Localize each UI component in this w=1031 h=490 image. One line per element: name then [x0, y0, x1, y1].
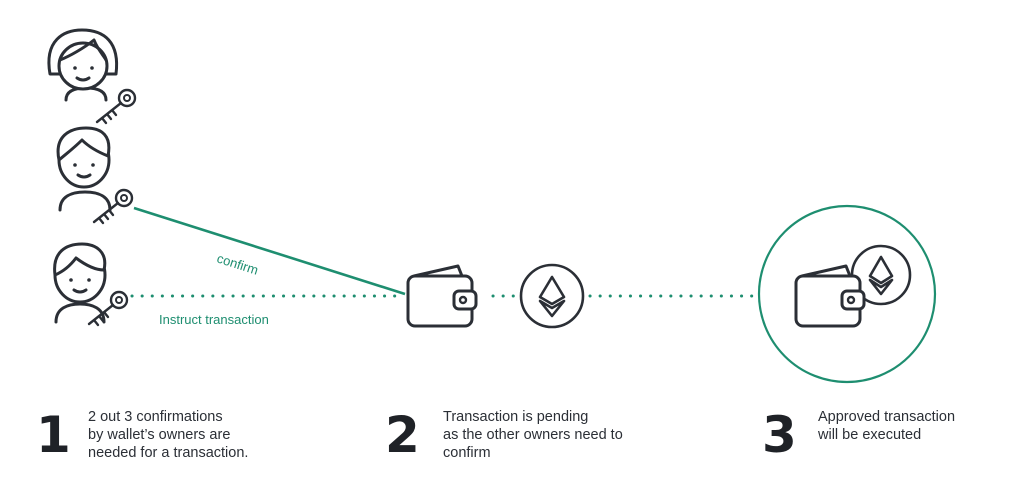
approved-transaction-circle: [757, 204, 937, 384]
wallet-icon: [794, 264, 866, 328]
step-1-line: needed for a transaction.: [88, 445, 249, 461]
man-avatar-icon: [56, 126, 112, 212]
wallet-icon: [406, 264, 478, 328]
man-avatar-icon: [53, 242, 107, 324]
step-3-line: Approved transaction: [818, 409, 956, 425]
instruct-transaction-label: Instruct transaction: [159, 312, 269, 327]
confirm-line: [133, 206, 406, 296]
step-1-number: 1: [36, 406, 71, 464]
step-1-text: 2 out 3 confirmations by wallet’s owners…: [88, 408, 348, 462]
step-2-line: Transaction is pending: [443, 409, 589, 425]
woman-avatar-icon: [47, 28, 119, 102]
step-3-line: will be executed: [818, 427, 922, 443]
step-1-line: by wallet’s owners are: [88, 427, 231, 443]
step-2-line: as the other owners need to: [443, 427, 623, 443]
confirm-label: confirm: [215, 251, 260, 278]
step-2-number: 2: [385, 406, 420, 464]
step-3-text: Approved transaction will be executed: [818, 408, 1031, 444]
step-3-number: 3: [762, 406, 797, 464]
step-1-line: 2 out 3 confirmations: [88, 409, 223, 425]
step-2-text: Transaction is pending as the other owne…: [443, 408, 703, 462]
step-2-line: confirm: [443, 445, 491, 461]
ethereum-icon: [519, 263, 585, 329]
